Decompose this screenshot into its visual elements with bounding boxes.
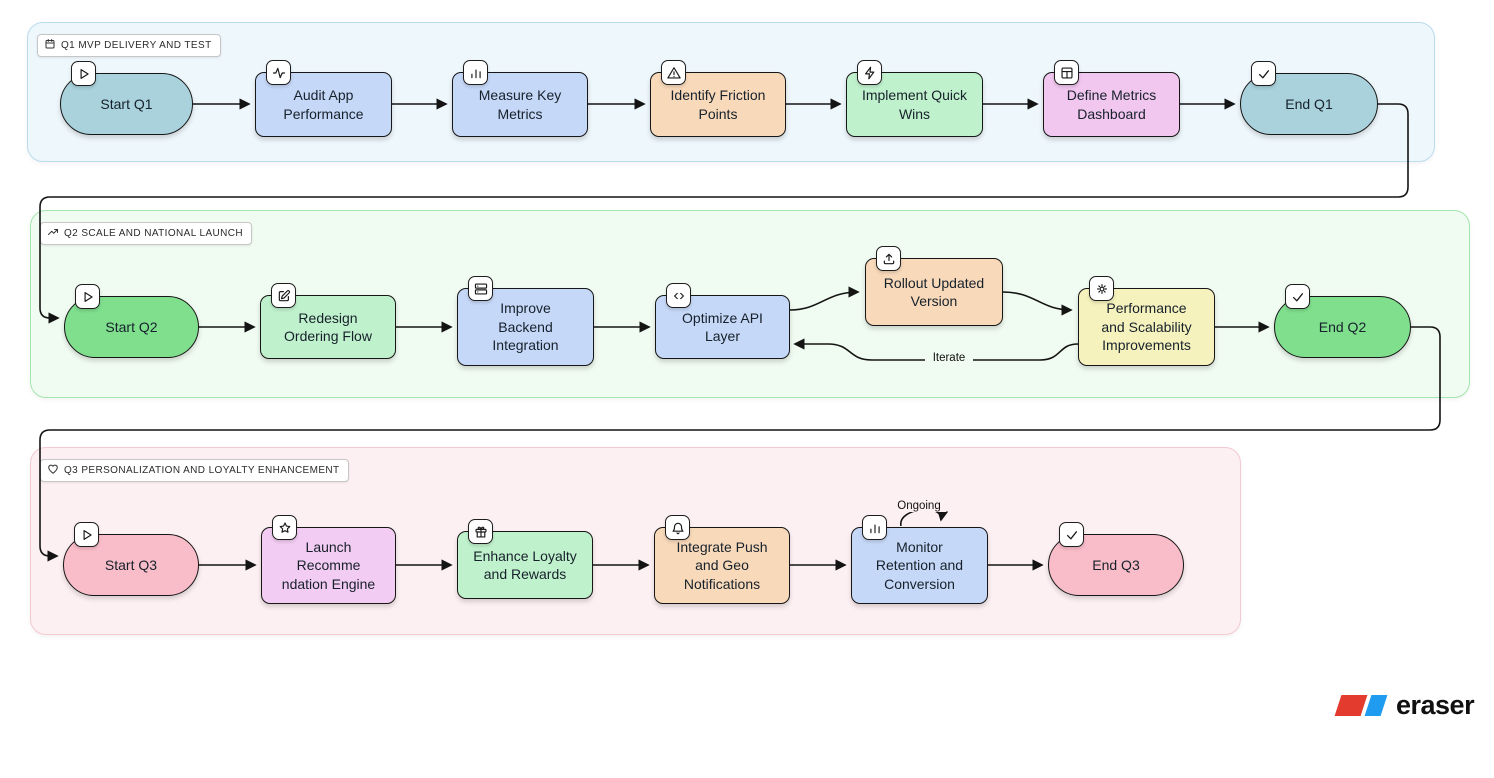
node-improve-backend-integration[interactable]: Improve Backend Integration: [457, 276, 594, 366]
node-label: Optimize API Layer: [682, 309, 763, 344]
edit-icon: [271, 283, 296, 308]
server-icon: [468, 276, 493, 301]
node-launch-recommendation-engine[interactable]: Launch Recomme ndation Engine: [261, 515, 396, 604]
play-icon: [74, 522, 99, 547]
node-implement-quick-wins[interactable]: Implement Quick Wins: [846, 60, 983, 137]
alert-triangle-icon: [661, 60, 686, 85]
node-identify-friction-points[interactable]: Identify Friction Points: [650, 60, 786, 137]
gear-icon: [1089, 276, 1114, 301]
check-icon: [1059, 522, 1084, 547]
eraser-logo-red-shape: [1334, 695, 1368, 716]
node-label: Measure Key Metrics: [478, 87, 562, 122]
play-icon: [71, 61, 96, 86]
code-icon: [666, 283, 691, 308]
edge-label-iterate: Iterate: [925, 352, 973, 364]
node-enhance-loyalty-rewards[interactable]: Enhance Loyalty and Rewards: [457, 519, 593, 599]
activity-icon: [266, 60, 291, 85]
node-label: Define Metrics Dashboard: [1066, 87, 1157, 122]
node-optimize-api-layer[interactable]: Optimize API Layer: [655, 283, 790, 359]
edge-label-ongoing: Ongoing: [892, 500, 946, 512]
node-label: Enhance Loyalty and Rewards: [473, 547, 577, 582]
eraser-logo-mark: [1334, 695, 1388, 716]
node-label: Identify Friction Points: [670, 87, 766, 122]
group-q2-label: Q2 SCALE AND NATIONAL LAUNCH: [64, 228, 244, 239]
group-q1-label: Q1 MVP DELIVERY AND TEST: [61, 40, 212, 51]
node-define-metrics-dashboard[interactable]: Define Metrics Dashboard: [1043, 60, 1180, 137]
upload-icon: [876, 246, 901, 271]
gift-icon: [468, 519, 493, 544]
group-q3-chip: Q3 PERSONALIZATION AND LOYALTY ENHANCEME…: [40, 459, 349, 482]
node-label: Rollout Updated Version: [883, 274, 985, 309]
node-start-q2[interactable]: Start Q2: [64, 284, 199, 358]
node-start-q1[interactable]: Start Q1: [60, 61, 193, 135]
eraser-logo: eraser: [1334, 690, 1475, 721]
node-start-q3[interactable]: Start Q3: [63, 522, 199, 596]
trending-up-icon: [47, 226, 59, 241]
star-icon: [272, 515, 297, 540]
calendar-icon: [44, 38, 56, 53]
eraser-logo-text: eraser: [1396, 690, 1475, 720]
eraser-logo-blue-shape: [1364, 695, 1388, 716]
node-end-q1[interactable]: End Q1: [1240, 61, 1378, 135]
node-end-q2[interactable]: End Q2: [1274, 284, 1411, 358]
node-label: Improve Backend Integration: [492, 300, 559, 354]
heart-icon: [47, 463, 59, 478]
node-label: Integrate Push and Geo Notifications: [676, 538, 768, 592]
node-performance-scalability-improvements[interactable]: Performance and Scalability Improvements: [1078, 276, 1215, 366]
node-audit-app-performance[interactable]: Audit App Performance: [255, 60, 392, 137]
node-label: End Q3: [1092, 556, 1140, 573]
node-label: Performance and Scalability Improvements: [1101, 300, 1192, 354]
node-label: Start Q2: [105, 318, 158, 335]
node-label: Implement Quick Wins: [861, 87, 968, 122]
node-rollout-updated-version[interactable]: Rollout Updated Version: [865, 246, 1003, 326]
group-q2-chip: Q2 SCALE AND NATIONAL LAUNCH: [40, 222, 253, 245]
check-icon: [1285, 284, 1310, 309]
node-label: Audit App Performance: [283, 87, 364, 122]
node-label: End Q1: [1285, 95, 1333, 112]
bar-chart-icon: [862, 515, 887, 540]
bar-chart-icon: [463, 60, 488, 85]
node-label: Launch Recomme ndation Engine: [281, 538, 376, 592]
node-label: Start Q3: [104, 556, 158, 573]
node-label: Monitor Retention and Conversion: [875, 538, 964, 592]
group-q3-label: Q3 PERSONALIZATION AND LOYALTY ENHANCEME…: [64, 465, 340, 476]
group-q1-chip: Q1 MVP DELIVERY AND TEST: [37, 34, 221, 57]
node-integrate-push-geo-notifications[interactable]: Integrate Push and Geo Notifications: [654, 515, 790, 604]
play-icon: [75, 284, 100, 309]
node-measure-key-metrics[interactable]: Measure Key Metrics: [452, 60, 588, 137]
zap-icon: [857, 60, 882, 85]
node-label: Start Q1: [100, 95, 153, 112]
node-monitor-retention-conversion[interactable]: Monitor Retention and Conversion: [851, 515, 988, 604]
node-redesign-ordering-flow[interactable]: Redesign Ordering Flow: [260, 283, 396, 359]
node-end-q3[interactable]: End Q3: [1048, 522, 1184, 596]
check-icon: [1251, 61, 1276, 86]
node-label: Redesign Ordering Flow: [284, 309, 372, 344]
node-label: End Q2: [1318, 318, 1367, 335]
bell-icon: [665, 515, 690, 540]
dashboard-icon: [1054, 60, 1079, 85]
